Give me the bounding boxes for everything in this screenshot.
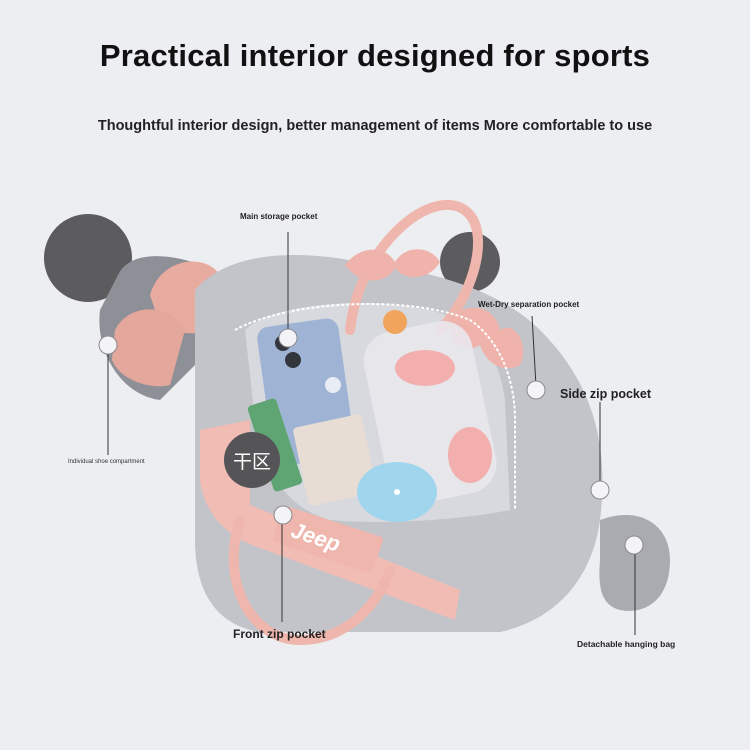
callout-front-zip: Front zip pocket [233,627,326,641]
orange-item [383,310,407,334]
callout-hanging-bag: Detachable hanging bag [577,639,676,649]
pink-bow-right [449,307,524,369]
phone-camera-2 [285,352,301,368]
shoe-pink-2 [112,309,185,387]
jeep-logo: Jeep [273,506,383,573]
main-zipper [234,302,516,510]
dry-zone-badge-circle [224,432,280,488]
dry-zone-badge: 干区 [232,451,271,473]
marker-front [273,505,293,525]
marker-side [590,480,610,500]
callout-wet-dry: Wet-Dry separation pocket [478,300,580,309]
marker-detach [624,535,644,555]
callout-main-storage: Main storage pocket [240,212,318,221]
decor-circle-left [44,214,132,302]
marker-shoe [98,335,118,355]
goggle-lens-1 [395,350,455,386]
callout-line-wetdry [531,315,537,387]
notebook [293,414,377,506]
phone-apple-logo [325,377,341,393]
pink-handle-front [228,515,395,646]
marker-main [278,328,298,348]
callout-shoe-compartment: Individual shoe compartment [68,459,145,465]
goggle-lens-2 [448,427,492,483]
page-title: Practical interior designed for sports [99,38,651,73]
page-subtitle: Thoughtful interior design, better manag… [97,118,653,134]
marker-wetdry [526,380,546,400]
pink-bow-top [345,249,440,281]
decor-circle-right [440,232,500,292]
callout-side-zip: Side zip pocket [560,387,651,401]
